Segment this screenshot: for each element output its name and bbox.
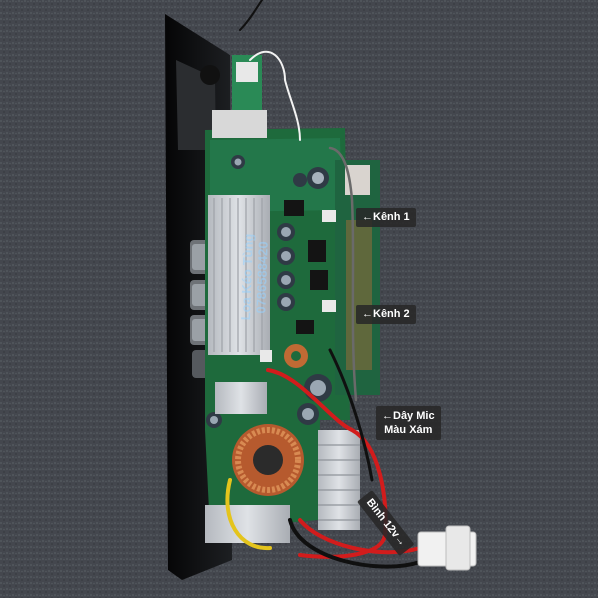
main-heatsink xyxy=(208,195,270,355)
lower-heatsink-left xyxy=(215,382,267,414)
power-connector xyxy=(417,525,477,571)
ics xyxy=(284,200,328,334)
watermark-text: Loa Kéo Tùng 0786588420 xyxy=(238,233,271,321)
channel-1-label: ←Kênh 1 xyxy=(356,208,416,227)
lower-heatsink-right xyxy=(318,430,360,530)
mic-wire-label: ←Dây Mic Màu Xám xyxy=(376,406,441,440)
wires xyxy=(225,0,422,569)
small-toroid xyxy=(284,344,308,368)
toroid-inductor xyxy=(232,424,304,496)
channel-2-label: ←Kênh 2 xyxy=(356,305,416,324)
capacitors xyxy=(206,155,332,428)
